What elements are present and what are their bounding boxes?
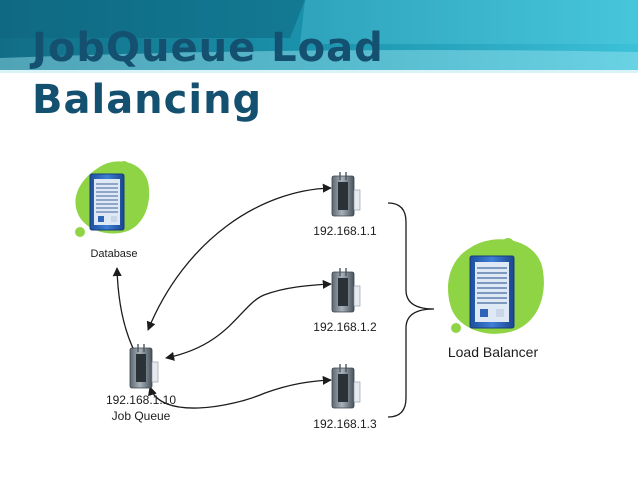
title-banner [0, 0, 638, 73]
job-queue-ip-label: 192.168.1.10 [105, 393, 177, 407]
server-2-router-icon [331, 268, 361, 313]
server-3-ip-label: 192.168.1.3 [313, 417, 377, 431]
server-2-ip-label: 192.168.1.2 [313, 320, 377, 334]
load-balancer-server-icon [448, 238, 544, 334]
server-1-router-icon [331, 172, 361, 217]
server-3-router-icon [331, 364, 361, 409]
slide-title: JobQueue Load Balancing [32, 25, 384, 123]
job-queue-router-icon [129, 344, 159, 389]
database-server-icon [75, 161, 150, 237]
server-1-ip-label: 192.168.1.1 [313, 224, 377, 238]
arrow-job-queue-to-server-2 [165, 279, 332, 361]
server-group-brace [387, 202, 435, 418]
load-balancer-label: Load Balancer [447, 344, 539, 360]
database-label: Database [90, 248, 138, 260]
arrow-job-queue-to-server-1 [146, 183, 332, 331]
arrow-database-to-job-queue [112, 267, 139, 359]
arrow-job-queue-to-server-3 [148, 375, 332, 409]
job-queue-label: Job Queue [111, 409, 171, 423]
